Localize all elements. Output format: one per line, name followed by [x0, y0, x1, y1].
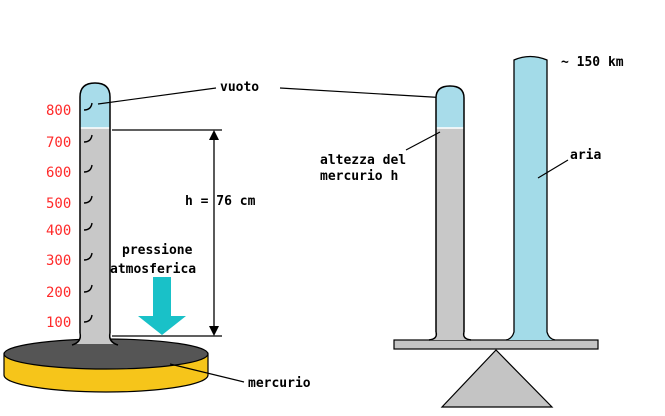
left-barometer: 800 700 600 500 400 300 200 100 h = 76 c… [3, 82, 311, 393]
scale-tick-marks [83, 102, 93, 323]
tube-vacuum [436, 86, 464, 128]
balance-fulcrum [440, 349, 554, 408]
tick-mark [83, 164, 93, 173]
scale-tick-label: 300 [46, 253, 71, 269]
right-balance: ~ 150 km aria altezza del mercurio h [320, 55, 624, 408]
pressure-arrow-icon [138, 277, 186, 335]
tick-mark [83, 195, 93, 204]
vacuum-callout: vuoto [97, 80, 449, 105]
scale-labels: 800 700 600 500 400 300 200 100 [46, 103, 71, 331]
pressure-label-line1: pressione [122, 243, 193, 258]
height-arrow-down [209, 326, 219, 336]
vacuum-leader-left [97, 87, 217, 105]
tick-mark [83, 134, 93, 143]
mercury-tube-right [428, 85, 472, 341]
tube-mercury [430, 128, 470, 340]
tube-vacuum [80, 83, 110, 128]
tube-foot-right [108, 332, 119, 346]
tube-mercury [74, 128, 116, 344]
altitude-label: ~ 150 km [561, 55, 624, 70]
tube-outline [79, 82, 111, 333]
vacuum-label: vuoto [220, 80, 259, 95]
air-label: aria [570, 148, 601, 163]
height-arrow-up [209, 130, 219, 140]
scale-tick-label: 200 [46, 285, 71, 301]
scale-tick-label: 700 [46, 135, 71, 151]
mercury-label: mercurio [248, 376, 311, 391]
vacuum-leader-right [279, 87, 449, 99]
tick-mark [83, 252, 93, 261]
air-column [505, 55, 556, 341]
pressure-label-line2: atmosferica [110, 262, 196, 277]
tube-outline [435, 85, 465, 332]
mercury-height-label-line1: altezza del [320, 153, 406, 168]
scale-tick-label: 500 [46, 196, 71, 212]
tick-mark [83, 284, 93, 293]
scale-tick-label: 400 [46, 223, 71, 239]
scale-tick-label: 800 [46, 103, 71, 119]
mercury-leader [169, 363, 245, 383]
air-column-fill [506, 56, 555, 340]
scale-tick-label: 100 [46, 315, 71, 331]
mercury-height-label-line2: mercurio h [320, 169, 398, 184]
height-label: h = 76 cm [185, 194, 256, 209]
tube-foot-right [462, 331, 472, 341]
tube-foot-left [428, 331, 438, 341]
tick-mark [83, 314, 93, 323]
tick-mark [83, 102, 93, 111]
air-column-outline [505, 55, 556, 341]
scale-tick-label: 600 [46, 165, 71, 181]
mercury-height-leader [405, 131, 441, 151]
barometer-tube [71, 82, 119, 346]
air-leader [537, 159, 569, 179]
tube-foot-left [71, 332, 82, 346]
tick-mark [83, 222, 93, 231]
height-dimension [112, 129, 222, 337]
balance-beam [393, 339, 599, 350]
